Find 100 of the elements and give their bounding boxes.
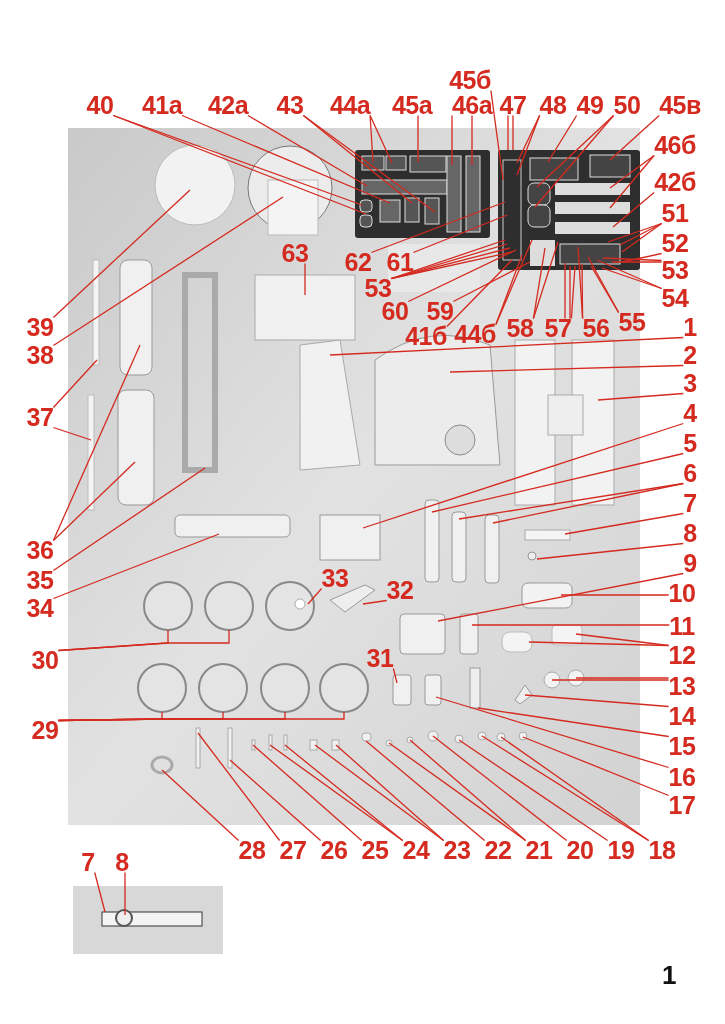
callout-number: 4 [683,400,697,426]
leader-line [609,114,660,161]
callout-number: 6 [683,460,697,486]
leader-line [516,114,541,176]
leader-line [621,222,663,253]
leader-line [451,114,453,166]
leader-line [252,744,363,842]
leader-line [449,364,684,373]
leader-line [532,241,559,320]
leader-line [52,344,141,542]
callout-number: 53 [364,275,392,301]
callout-number: 49 [576,92,604,118]
leader-line [388,742,527,842]
leader-line [161,769,240,842]
callout-number: 44а [329,92,371,118]
callout-number: 42а [207,92,249,118]
callout-number: 8 [115,849,129,875]
callout-number: 55 [618,309,646,335]
callout-number: 57 [544,315,572,341]
leader-line [362,422,684,529]
leader-line [369,114,374,163]
callout-number: 21 [525,837,553,863]
callout-number: 36 [26,537,54,563]
callout-number: 29 [31,717,59,743]
callout-number: 51 [661,200,689,226]
callout-number: 34 [26,595,54,621]
leader-line [471,114,473,166]
leader-line [409,739,527,842]
leader-line [407,249,517,303]
callout-number: 30 [31,647,59,673]
callout-number: 40 [86,92,114,118]
leader-line [601,267,663,290]
leader-line [522,736,670,797]
callout-number: 11 [669,613,695,639]
callout-number: 15 [668,733,696,759]
callout-number: 53 [661,257,689,283]
callout-number: 7 [683,490,697,516]
leader-line [437,572,684,622]
leader-line [197,732,281,842]
callout-number: 12 [668,642,696,668]
leader-line [329,336,684,356]
callout-number: 42б [654,169,696,195]
leader-line [362,599,388,605]
callout-number: 56 [582,315,610,341]
callout-number: 46б [654,132,696,158]
leader-line [516,114,541,164]
leader-line [581,263,584,320]
leader-line [52,189,191,319]
callout-number: 16 [668,764,696,790]
callout-number: 47 [499,92,527,118]
callout-number: 61 [386,249,414,275]
callout-number: 62 [344,249,372,275]
leader-line [564,512,684,535]
leader-line [597,392,684,401]
leader-line [564,262,566,320]
callout-number: 45а [391,92,433,118]
callout-number: 35 [26,567,54,593]
callout-number: 23 [443,837,471,863]
callout-number: 59 [426,298,454,324]
callout-number: 48 [539,92,567,118]
leader-line [590,265,620,314]
leader-line [492,482,684,524]
leader-line [452,261,531,303]
callout-number: 39 [26,314,54,340]
callout-number: 52 [661,230,689,256]
leader-line [335,744,445,842]
leader-line [94,871,106,913]
callout-number: 19 [607,837,635,863]
leader-line [52,359,98,409]
callout-number: 45б [449,67,491,93]
callout-number: 41а [141,92,183,118]
leader-line [431,452,684,513]
leader-line [307,587,323,605]
leader-line [412,214,508,254]
leader-line [612,191,655,228]
leader-line [432,735,568,842]
callout-number: 22 [484,837,512,863]
leader-line [560,594,670,596]
page-number: 1 [662,962,677,988]
callout-number: 63 [281,240,309,266]
leader-line [532,247,546,320]
leader-line [536,542,684,560]
callout-number: 18 [648,837,676,863]
leader-line [569,265,571,320]
leader-line [369,114,393,164]
callout-number: 1 [683,314,697,340]
leader-line [611,261,663,263]
callout-number: 24 [402,837,430,863]
callout-number: 27 [279,837,307,863]
callout-number: 38 [26,342,54,368]
callout-number: 8 [683,520,697,546]
callout-number: 28 [238,837,266,863]
leader-line [52,196,284,347]
leader-line [575,677,670,679]
leader-line [392,667,398,684]
leader-line [304,262,306,296]
callout-number: 3 [683,370,697,396]
leader-line [609,154,655,209]
callout-number: 5 [683,430,697,456]
leader-line [435,696,670,769]
